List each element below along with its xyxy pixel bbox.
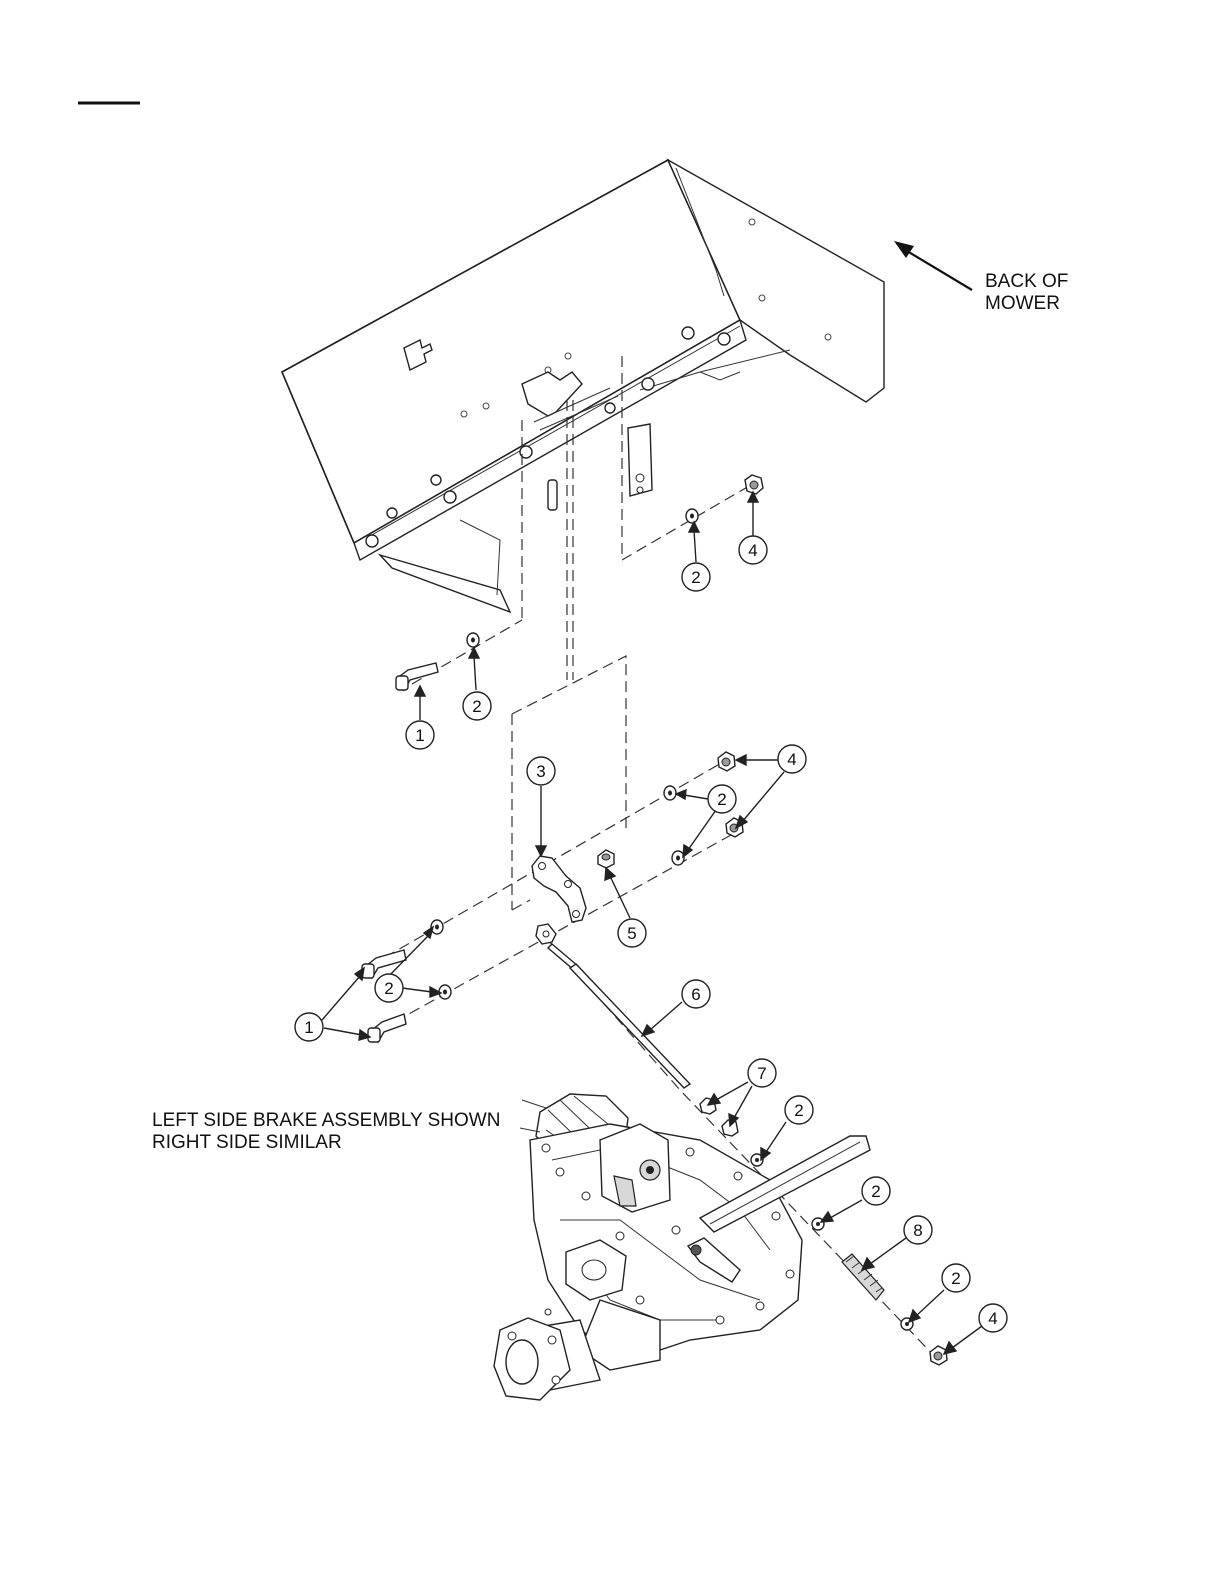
callout-10: 1 [295, 1013, 323, 1041]
callout-number: 4 [787, 750, 796, 769]
callout-8: 5 [618, 919, 646, 947]
callout-number: 2 [951, 1269, 960, 1288]
callout-2: 2 [682, 563, 710, 591]
callout-3: 2 [463, 692, 491, 720]
brake-rod [536, 924, 690, 1088]
callout-number: 4 [748, 541, 757, 560]
callout-12: 7 [748, 1059, 776, 1087]
callout-15: 8 [904, 1216, 932, 1244]
washer-upper [467, 633, 479, 647]
spacer [598, 850, 614, 868]
bolt-lower-1 [362, 950, 406, 978]
callout-number: 1 [304, 1018, 313, 1037]
callout-4: 1 [406, 721, 434, 749]
callout-number: 1 [415, 726, 424, 745]
callout-17: 4 [979, 1304, 1007, 1332]
bolt-upper [396, 663, 438, 690]
callout-13: 2 [785, 1096, 813, 1124]
callout-7: 2 [708, 785, 736, 813]
nut-transaxle [930, 1346, 947, 1365]
callout-number: 2 [794, 1101, 803, 1120]
assembly-note-line-1: LEFT SIDE BRAKE ASSEMBLY SHOWN [152, 1110, 500, 1132]
callout-number: 5 [627, 924, 636, 943]
mower-frame-panel [282, 160, 884, 612]
callout-number: 2 [384, 979, 393, 998]
callout-14: 2 [862, 1177, 890, 1205]
washer-top-right [686, 509, 698, 523]
callout-number: 6 [691, 985, 700, 1004]
callout-5: 3 [527, 757, 555, 785]
callout-number: 2 [717, 790, 726, 809]
callout-number: 8 [913, 1221, 922, 1240]
transaxle-assembly [494, 1094, 870, 1400]
brake-spring [842, 1254, 884, 1300]
callout-number: 3 [536, 762, 545, 781]
callout-number: 4 [988, 1309, 997, 1328]
washer-mid-upper [664, 786, 676, 800]
assembly-note-line-2: RIGHT SIDE SIMILAR [152, 1132, 500, 1154]
direction-arrow [894, 241, 972, 290]
callout-number: 2 [871, 1182, 880, 1201]
brake-bracket [532, 856, 586, 922]
back-of-mower-line-2: MOWER [985, 293, 1068, 315]
back-of-mower-label: BACK OF MOWER [985, 271, 1068, 315]
callout-number: 7 [757, 1064, 766, 1083]
callout-number: 2 [472, 697, 481, 716]
callout-6: 4 [778, 745, 806, 773]
washer-mid-lower [672, 851, 684, 865]
bolt-lower-2 [368, 1014, 406, 1042]
back-of-mower-line-1: BACK OF [985, 271, 1068, 293]
nut-mid-upper [718, 752, 735, 771]
callout-1: 4 [739, 536, 767, 564]
washer-lower-2 [439, 985, 451, 999]
callout-16: 2 [942, 1264, 970, 1292]
callout-number: 2 [691, 568, 700, 587]
callout-11: 6 [682, 980, 710, 1008]
nut-top-right [745, 475, 763, 494]
callout-9: 2 [375, 974, 403, 1002]
assembly-note: LEFT SIDE BRAKE ASSEMBLY SHOWN RIGHT SID… [152, 1110, 500, 1154]
